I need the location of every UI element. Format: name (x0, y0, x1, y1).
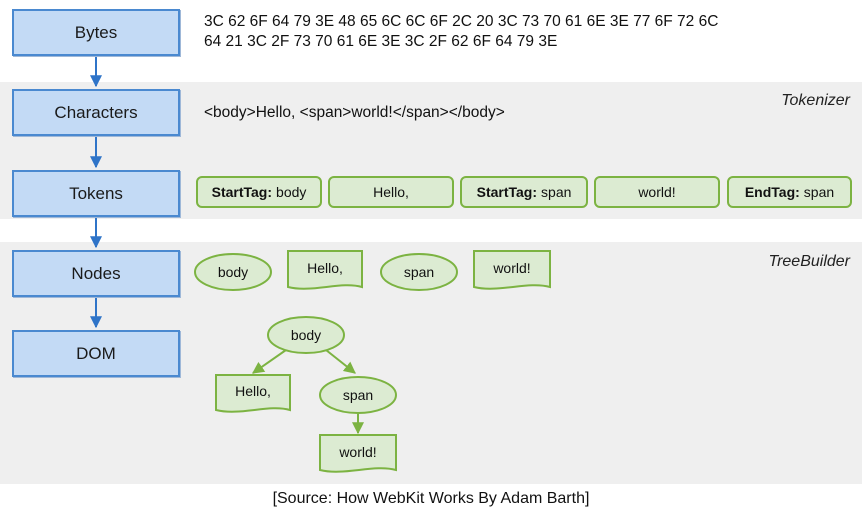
dom-node-span: span (319, 376, 397, 414)
node-element-span: span (380, 253, 458, 291)
token-type: StartTag: (476, 184, 538, 200)
dom-node-world: world! (319, 434, 397, 473)
stage-dom: DOM (12, 330, 180, 377)
stage-nodes-label: Nodes (71, 263, 121, 283)
tokenizer-label: Tokenizer (781, 92, 850, 109)
node-label: Hello, (307, 260, 343, 276)
characters-text: <body>Hello, <span>world!</span></body> (204, 104, 505, 121)
edge-body-to-hello (252, 349, 287, 374)
bytes-line-1: 3C 62 6F 64 79 3E 48 65 6C 6C 6F 2C 20 3… (204, 13, 719, 30)
token-starttag-span: StartTag:span (460, 176, 588, 208)
dom-node-body: body (267, 316, 345, 354)
treebuilder-label: TreeBuilder (768, 253, 850, 270)
token-text-world: world! (594, 176, 720, 208)
dom-node-label: span (343, 387, 373, 403)
node-text-world: world! (473, 250, 551, 290)
token-type: StartTag: (211, 184, 273, 200)
token-endtag-span: EndTag:span (727, 176, 852, 208)
stage-bytes: Bytes (12, 9, 180, 56)
token-value: Hello, (373, 184, 409, 200)
dom-node-label: Hello, (235, 383, 271, 399)
stage-tokens: Tokens (12, 170, 180, 217)
stage-tokens-label: Tokens (69, 183, 123, 203)
dom-node-label: body (291, 327, 321, 343)
dom-node-hello: Hello, (215, 374, 291, 413)
token-value: body (276, 184, 307, 200)
node-text-hello: Hello, (287, 250, 363, 290)
edge-body-to-span (325, 349, 356, 374)
stage-characters: Characters (12, 89, 180, 136)
bytes-line-2: 64 21 3C 2F 73 70 61 6E 3E 3C 2F 62 6F 6… (204, 33, 558, 50)
token-value: span (803, 184, 835, 200)
stage-bytes-label: Bytes (74, 22, 118, 42)
token-value: world! (638, 184, 676, 200)
node-element-body: body (194, 253, 272, 291)
stage-nodes: Nodes (12, 250, 180, 297)
token-text-hello: Hello, (328, 176, 454, 208)
node-label: body (218, 264, 248, 280)
stage-characters-label: Characters (54, 102, 138, 122)
token-type: EndTag: (744, 184, 800, 200)
node-label: world! (492, 260, 530, 276)
source-caption: [Source: How WebKit Works By Adam Barth] (272, 490, 590, 507)
token-starttag-body: StartTag:body (196, 176, 322, 208)
token-value: span (541, 184, 572, 200)
dom-node-label: world! (338, 444, 376, 460)
node-label: span (404, 264, 434, 280)
stage-dom-label: DOM (76, 343, 116, 363)
